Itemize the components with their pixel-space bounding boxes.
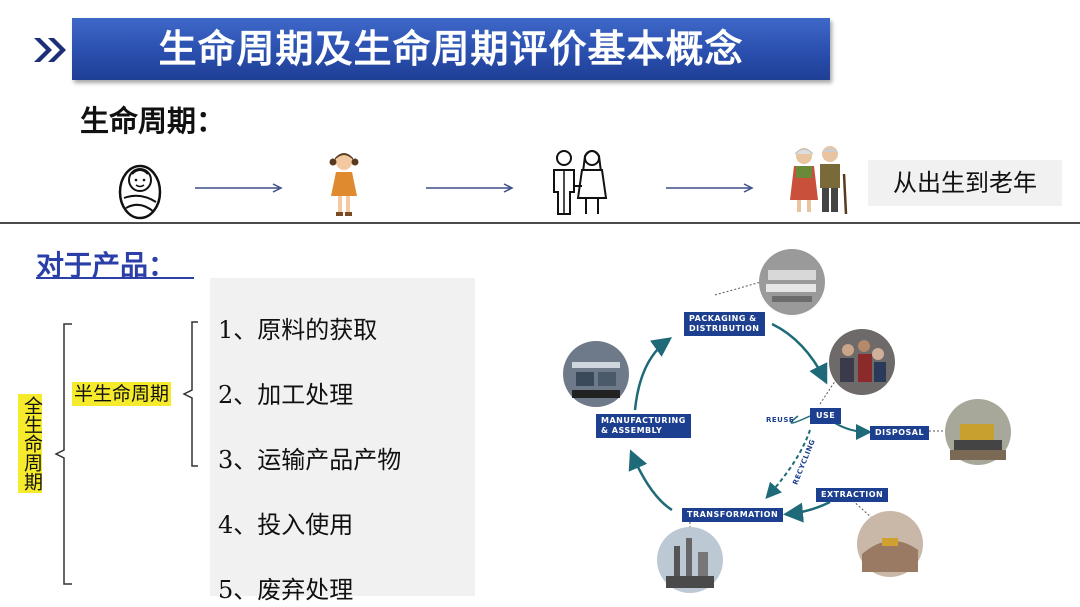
cycle-diagram: PACKAGING &DISTRIBUTION USE REUSE DISPOS… xyxy=(540,240,1080,607)
use-photo xyxy=(829,329,895,395)
disposal-photo xyxy=(945,399,1011,465)
use-label: USE xyxy=(810,408,842,424)
reuse-label: REUSE xyxy=(766,416,795,424)
step-item: 3、运输产品产物 xyxy=(218,446,402,474)
outer-bracket xyxy=(54,323,72,585)
stage-label: 从出生到老年 xyxy=(893,169,1037,197)
couple-icon xyxy=(553,150,608,215)
step-item: 1、原料的获取 xyxy=(218,316,378,344)
elderly-couple-icon xyxy=(790,146,848,215)
full-cycle-label: 全生命周期 xyxy=(18,394,43,493)
page-title: 生命周期及生命周期评价基本概念 xyxy=(158,27,744,71)
double-chevron-icon xyxy=(34,38,66,62)
step-item: 5、废弃处理 xyxy=(218,576,354,604)
transformation-label: TRANSFORMATION xyxy=(682,508,784,522)
product-heading: 对于产品： xyxy=(36,249,177,282)
inner-bracket xyxy=(182,321,198,467)
manufacturing-photo xyxy=(563,341,629,407)
steps-panel xyxy=(210,278,475,596)
arrow-icon xyxy=(426,183,514,193)
title-banner xyxy=(72,18,830,80)
arrow-icon xyxy=(195,183,283,193)
packaging-photo xyxy=(759,249,825,315)
packaging-label: PACKAGING &DISTRIBUTION xyxy=(684,312,765,336)
extraction-label: EXTRACTION xyxy=(816,488,889,502)
disposal-label: DISPOSAL xyxy=(870,426,930,440)
girl-icon xyxy=(329,153,359,216)
manufacturing-label: MANUFACTURING& ASSEMBLY xyxy=(596,414,691,438)
step-item: 4、投入使用 xyxy=(218,511,354,539)
heading-underline xyxy=(36,277,194,279)
half-cycle-label: 半生命周期 xyxy=(72,382,172,406)
lifecycle-heading: 生命周期： xyxy=(80,104,226,138)
stage-label-box xyxy=(868,160,1062,206)
transformation-photo xyxy=(657,527,723,593)
extraction-photo xyxy=(857,511,923,577)
section-divider xyxy=(0,222,1080,224)
arrow-icon xyxy=(666,183,754,193)
step-item: 2、加工处理 xyxy=(218,381,354,409)
baby-icon xyxy=(118,164,162,220)
